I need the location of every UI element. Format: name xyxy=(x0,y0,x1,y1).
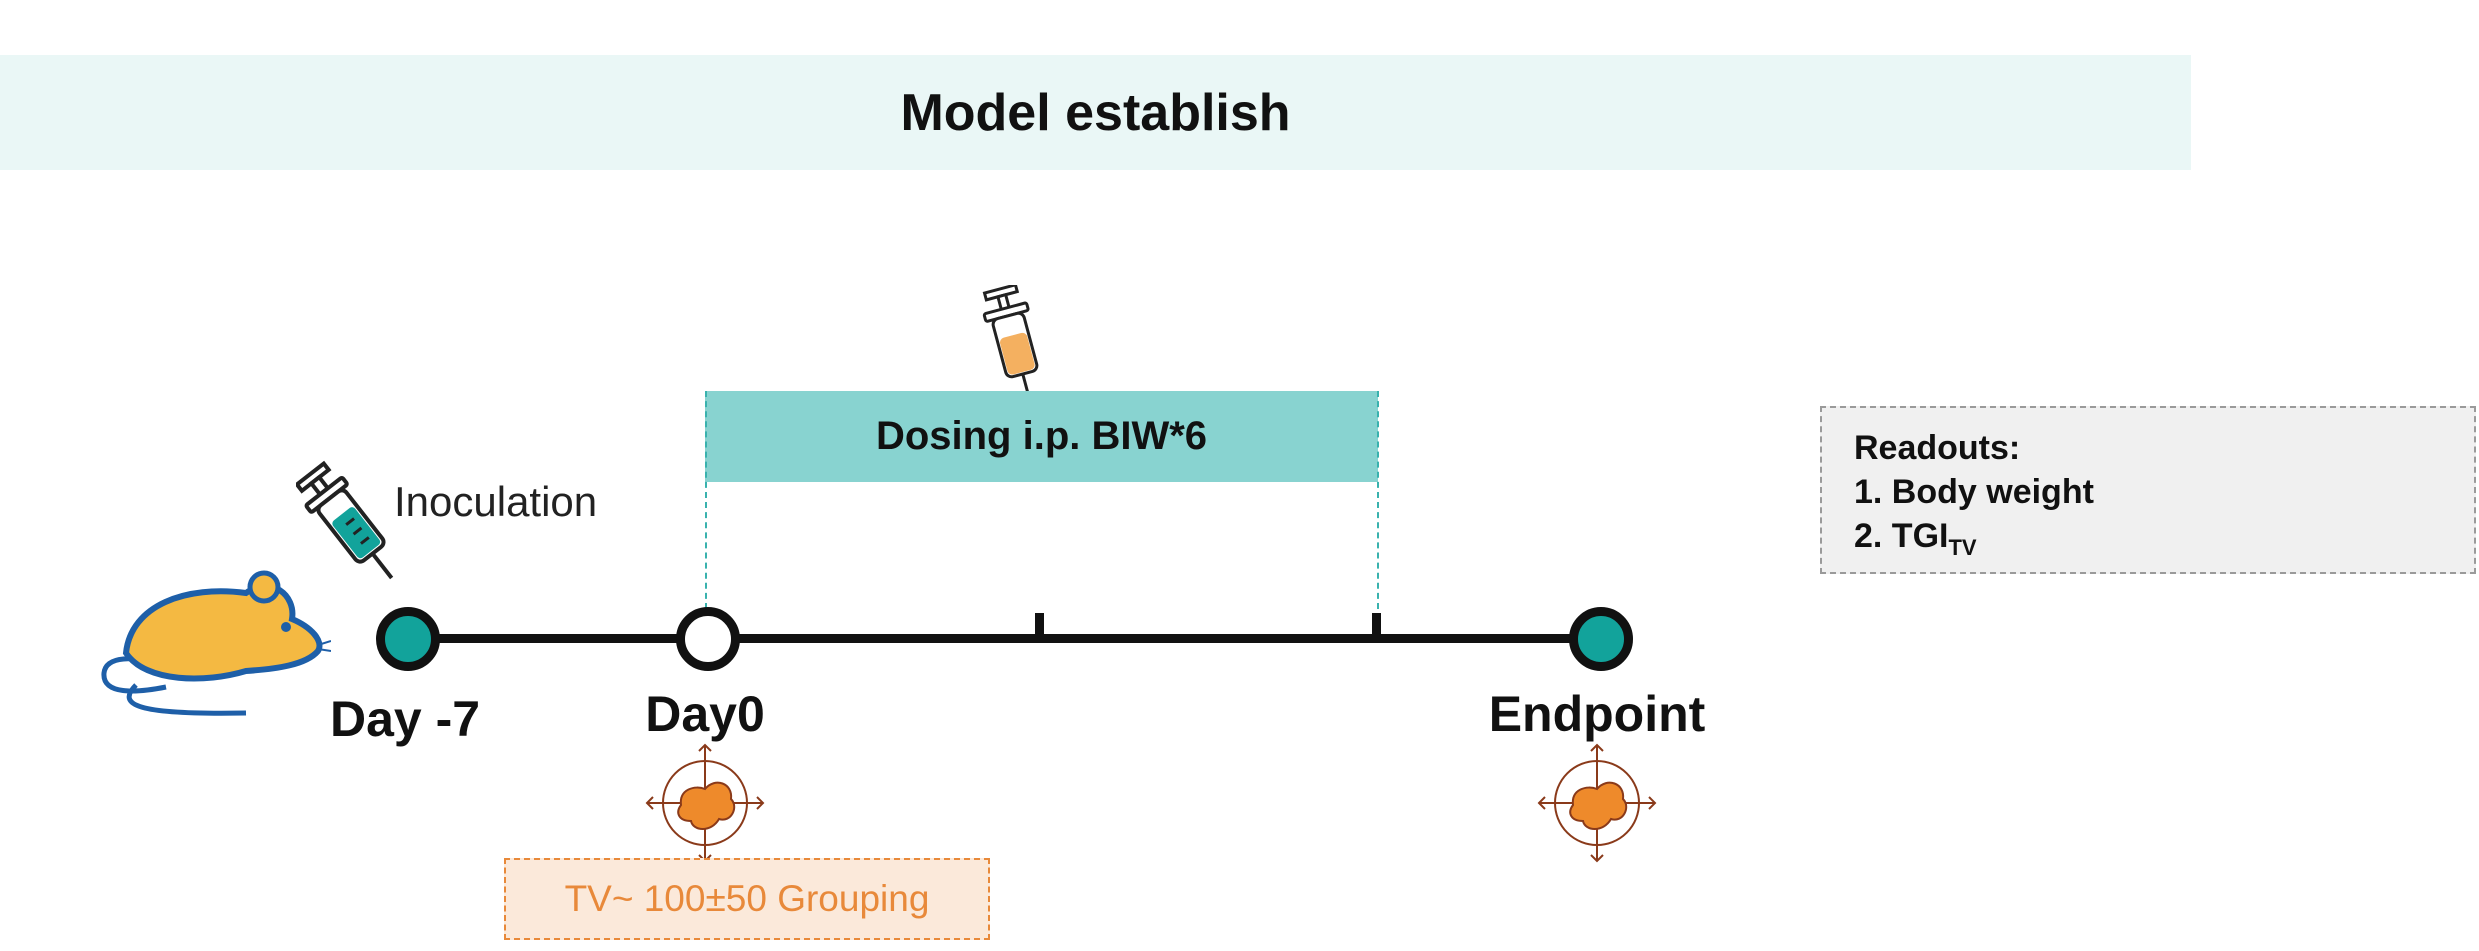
grouping-box: TV~ 100±50 Grouping xyxy=(504,858,990,940)
timeline-label-day-minus-7: Day -7 xyxy=(329,691,481,747)
timeline-tick xyxy=(1372,613,1381,639)
grouping-label: TV~ 100±50 Grouping xyxy=(564,878,930,919)
timeline-label-day0: Day0 xyxy=(645,686,765,742)
banner-title: Model establish xyxy=(900,83,1291,142)
inoculation-label: Inoculation xyxy=(394,478,598,525)
readout-item-tgi-subscript: TV xyxy=(1948,534,1977,560)
syringe-dosing-icon xyxy=(982,285,1039,400)
timeline-label-endpoint: Endpoint xyxy=(1488,686,1706,742)
dosing-box: Dosing i.p. BIW*6 xyxy=(705,391,1378,482)
readout-item-body-weight: 1. Body weight xyxy=(1854,473,2094,511)
readout-item-tgi-prefix: 2. TGI xyxy=(1854,517,1949,555)
dosing-label: Dosing i.p. BIW*6 xyxy=(875,414,1208,458)
tumor-target-icon xyxy=(1537,743,1657,863)
timeline-node-endpoint xyxy=(1569,607,1633,671)
timeline-tick xyxy=(1035,613,1044,639)
dosing-start-guide xyxy=(705,391,707,609)
tumor-target-icon xyxy=(645,743,765,863)
model-establish-banner: Model establish xyxy=(0,55,2191,170)
readouts-title: Readouts: xyxy=(1854,429,2021,467)
readout-item-tgi: 2. TGITV xyxy=(1854,514,2474,570)
timeline-node-day0 xyxy=(676,607,740,671)
syringe-inoculation-icon xyxy=(296,460,394,580)
dosing-end-guide xyxy=(1377,391,1379,609)
mouse-icon xyxy=(101,570,331,716)
timeline-node-day-minus-7 xyxy=(376,607,440,671)
readouts-box: Readouts: 1. Body weight 2. TGITV xyxy=(1820,406,2476,574)
timeline-line xyxy=(405,634,1601,643)
